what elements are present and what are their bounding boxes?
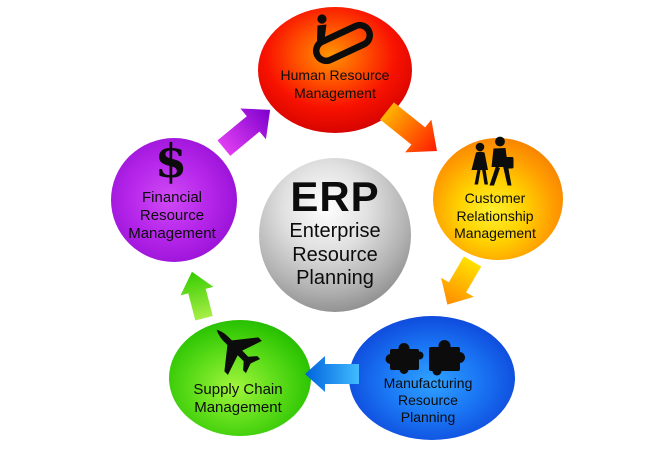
scm-label: Supply Chain Management <box>193 381 282 417</box>
erp-abbr: ERP <box>290 173 380 220</box>
mrp-label: Manufacturing Resource Planning <box>384 375 473 425</box>
erp-label-line: Enterprise <box>289 220 381 242</box>
arrow-hrm-to-crm <box>380 102 437 153</box>
airplane-icon <box>216 329 262 375</box>
hrm-label-line: Management <box>294 84 376 101</box>
customers-icon <box>471 136 514 186</box>
crm-label-line: Management <box>454 225 536 241</box>
arrow-mrp-to-scm <box>305 356 359 392</box>
crm-label-line: Customer <box>464 190 526 206</box>
erp-center-circle <box>259 158 411 312</box>
erp-label: ERP Enterprise Resource Planning <box>289 174 380 291</box>
frm-label-line: Resource <box>139 207 205 224</box>
frm-label-line: Management <box>128 225 216 242</box>
scm-label-line: Supply Chain <box>193 381 283 398</box>
mrp-label-line: Manufacturing <box>383 375 473 391</box>
crm-circle <box>433 138 563 260</box>
erp-label-line: Planning <box>296 267 374 289</box>
frm-circle <box>111 138 237 262</box>
crm-label: Customer Relationship Management <box>454 190 536 243</box>
scm-circle <box>169 320 311 436</box>
arrow-frm-to-hrm <box>217 108 271 156</box>
arrow-scm-to-frm <box>180 271 214 321</box>
mrp-circle <box>349 316 515 440</box>
mrp-label-line: Planning <box>400 408 456 425</box>
erp-label-line: Resource <box>292 243 378 266</box>
dollar-icon: $ <box>154 134 188 188</box>
mrp-label-line: Resource <box>398 391 458 408</box>
frm-label: Financial Resource Management <box>128 189 216 243</box>
arrow-crm-to-mrp <box>441 256 482 305</box>
hrm-label: Human Resource Management <box>281 67 390 102</box>
scm-label-line: Management <box>194 399 282 416</box>
crm-label-line: Relationship <box>456 207 534 224</box>
hrm-circle <box>258 7 412 133</box>
hrm-label-line: Human Resource <box>280 67 390 83</box>
escalator-icon <box>312 14 374 65</box>
puzzle-icon <box>385 340 465 376</box>
frm-label-line: Financial <box>141 189 203 206</box>
